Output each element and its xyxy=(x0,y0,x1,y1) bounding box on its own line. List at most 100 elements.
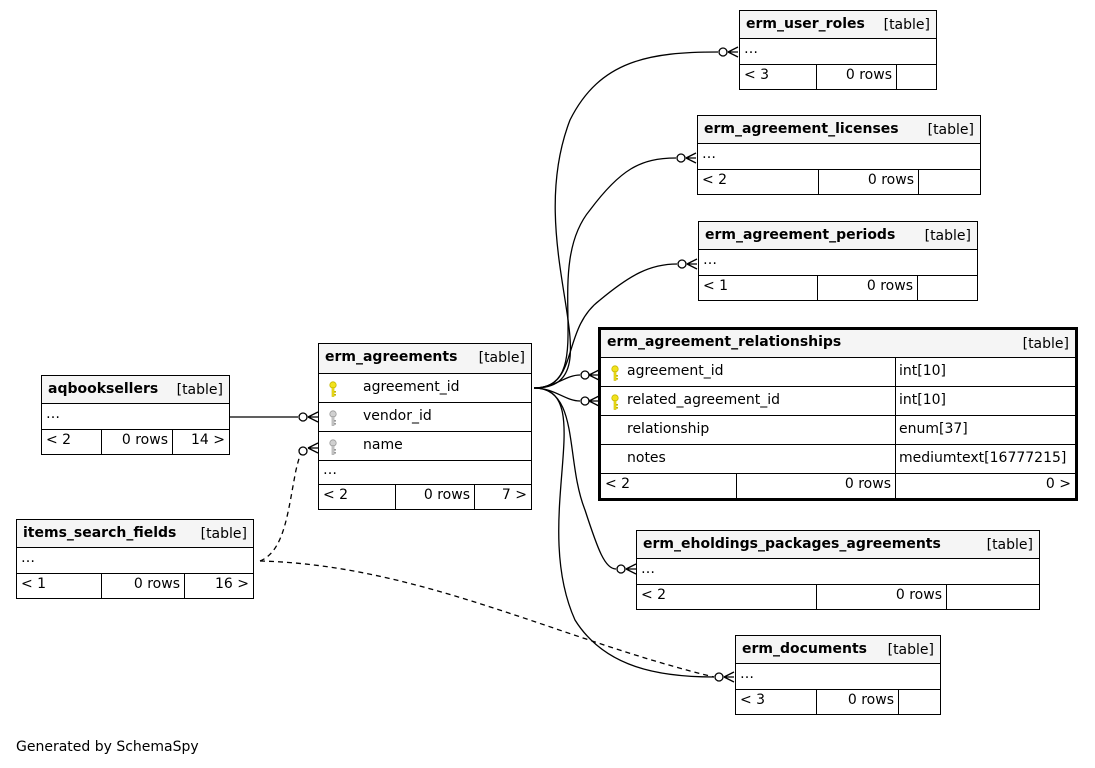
children-count: 16 > xyxy=(215,576,249,592)
ellipsis-text: … xyxy=(21,550,35,566)
table-footer: < 1 0 rows 16 > xyxy=(17,574,253,598)
table-erm-agreements[interactable]: erm_agreements [table] agreement_id vend… xyxy=(318,343,532,510)
parents-count: < 2 xyxy=(702,172,728,188)
table-header: erm_agreement_licenses [table] xyxy=(698,116,980,144)
edge-agreement-user-roles xyxy=(533,51,719,389)
table-name: items_search_fields xyxy=(23,525,177,541)
ellipsis-row: … xyxy=(319,461,531,485)
row-count: 0 rows xyxy=(867,172,914,188)
table-type: [table] xyxy=(478,350,525,366)
column-name: agreement_id xyxy=(363,379,460,395)
parents-count: < 3 xyxy=(744,67,770,83)
table-name: erm_documents xyxy=(742,641,867,657)
edge-agreement-relationships-1 xyxy=(533,374,581,389)
table-erm-agreement-relationships[interactable]: erm_agreement_relationships [table] agre… xyxy=(598,327,1078,501)
table-footer: < 2 0 rows xyxy=(698,170,980,194)
table-footer: < 2 0 rows 0 > xyxy=(601,474,1075,498)
optional-marker-relationships-2 xyxy=(580,396,590,406)
table-items-search-fields[interactable]: items_search_fields [table] … < 1 0 rows… xyxy=(16,519,254,599)
optional-marker-vendor xyxy=(298,412,308,422)
column-name: notes xyxy=(627,450,666,466)
crowfoot-user-roles xyxy=(727,46,739,58)
table-erm-user-roles[interactable]: erm_user_roles [table] … < 3 0 rows xyxy=(739,10,937,90)
column-type: int[10] xyxy=(899,363,946,379)
edge-agreement-periods xyxy=(533,263,678,389)
column-name: relationship xyxy=(627,421,710,437)
table-erm-agreement-periods[interactable]: erm_agreement_periods [table] … < 1 0 ro… xyxy=(698,221,978,301)
column-divider xyxy=(895,445,896,473)
column-row: vendor_id xyxy=(319,403,531,432)
ellipsis-row: … xyxy=(736,664,940,690)
table-header: items_search_fields [table] xyxy=(17,520,253,548)
column-name: related_agreement_id xyxy=(627,392,781,408)
table-footer: < 3 0 rows xyxy=(736,690,940,714)
column-row: relationship enum[37] xyxy=(601,416,1075,445)
table-name: erm_agreement_licenses xyxy=(704,121,899,137)
column-name: name xyxy=(363,437,403,453)
row-count: 0 rows xyxy=(866,278,913,294)
ellipsis-text: … xyxy=(323,462,337,478)
table-type: [table] xyxy=(176,382,223,398)
primary-key-icon xyxy=(611,365,619,381)
column-type: int[10] xyxy=(899,392,946,408)
table-footer: < 3 0 rows xyxy=(740,65,936,89)
ellipsis-row: … xyxy=(699,250,977,276)
parents-count: < 2 xyxy=(46,432,72,448)
column-divider xyxy=(895,416,896,444)
optional-marker-documents xyxy=(714,672,724,682)
children-count: 7 > xyxy=(501,487,527,503)
column-row: name xyxy=(319,432,531,461)
generated-by-caption: Generated by SchemaSpy xyxy=(16,739,199,755)
crowfoot-licenses xyxy=(685,152,697,164)
table-erm-agreement-licenses[interactable]: erm_agreement_licenses [table] … < 2 0 r… xyxy=(697,115,981,195)
crowfoot-vendor xyxy=(307,411,319,423)
column-type: enum[37] xyxy=(899,421,968,437)
table-erm-documents[interactable]: erm_documents [table] … < 3 0 rows xyxy=(735,635,941,715)
table-header: erm_agreements [table] xyxy=(319,344,531,374)
foreign-key-icon xyxy=(329,439,337,455)
primary-key-icon xyxy=(611,394,619,410)
table-footer: < 1 0 rows xyxy=(699,276,977,300)
row-count: 0 rows xyxy=(423,487,470,503)
table-type: [table] xyxy=(200,526,247,542)
row-count: 0 rows xyxy=(121,432,168,448)
table-footer: < 2 0 rows 14 > xyxy=(42,430,229,454)
table-footer: < 2 0 rows xyxy=(637,585,1039,609)
parents-count: < 3 xyxy=(740,692,766,708)
crowfoot-documents xyxy=(723,671,735,683)
row-count: 0 rows xyxy=(895,587,942,603)
optional-marker-relationships-1 xyxy=(580,370,590,380)
optional-marker-periods xyxy=(677,259,687,269)
table-name: erm_eholdings_packages_agreements xyxy=(643,536,941,552)
table-type: [table] xyxy=(986,537,1033,553)
ellipsis-row: … xyxy=(42,404,229,430)
table-header: erm_user_roles [table] xyxy=(740,11,936,39)
table-name: erm_agreement_periods xyxy=(705,227,896,243)
optional-marker-licenses xyxy=(676,153,686,163)
row-count: 0 rows xyxy=(847,692,894,708)
table-erm-eholdings-packages-agreements[interactable]: erm_eholdings_packages_agreements [table… xyxy=(636,530,1040,610)
children-count: 0 > xyxy=(1045,476,1071,492)
crowfoot-name xyxy=(307,442,319,454)
row-count: 0 rows xyxy=(844,476,891,492)
ellipsis-row: … xyxy=(637,559,1039,585)
ellipsis-row: … xyxy=(17,548,253,574)
table-type: [table] xyxy=(887,642,934,658)
table-name: aqbooksellers xyxy=(48,381,159,397)
parents-count: < 2 xyxy=(605,476,631,492)
foreign-key-icon xyxy=(329,410,337,426)
column-row: agreement_id xyxy=(319,374,531,403)
table-header: erm_agreement_periods [table] xyxy=(699,222,977,250)
table-aqbooksellers[interactable]: aqbooksellers [table] … < 2 0 rows 14 > xyxy=(41,375,230,455)
column-divider xyxy=(895,358,896,386)
table-type: [table] xyxy=(927,122,974,138)
parents-count: < 2 xyxy=(323,487,349,503)
column-row: notes mediumtext[16777215] xyxy=(601,445,1075,474)
parents-count: < 2 xyxy=(641,587,667,603)
ellipsis-text: … xyxy=(740,666,754,682)
edge-items-search-name xyxy=(259,450,304,562)
row-count: 0 rows xyxy=(133,576,180,592)
ellipsis-text: … xyxy=(703,252,717,268)
table-type: [table] xyxy=(883,17,930,33)
